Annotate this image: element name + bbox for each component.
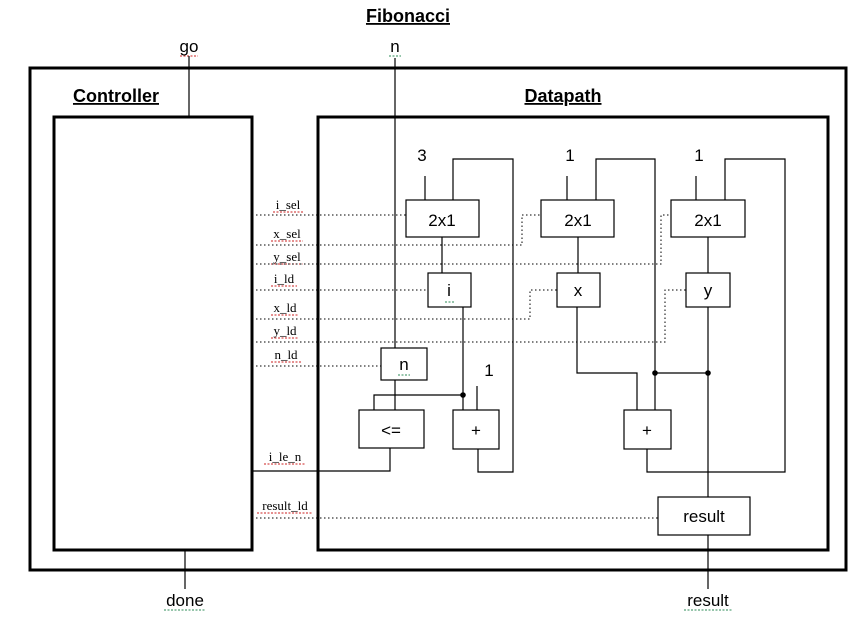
mux-y-label: 2x1 — [694, 211, 721, 230]
comparator — [358, 409, 425, 449]
reg-i-label: i — [447, 281, 451, 300]
reg-x — [556, 272, 601, 308]
junction-y-1 — [652, 370, 658, 376]
wire-y-to-mux-x — [595, 158, 656, 373]
const-1-y: 1 — [694, 146, 703, 165]
const-3: 3 — [417, 146, 426, 165]
datapath-label: Datapath — [524, 86, 601, 106]
junction-i — [460, 392, 466, 398]
reg-x-label: x — [574, 281, 583, 300]
port-go: go — [180, 37, 199, 56]
sig-x_sel: x_sel — [273, 226, 301, 241]
mux-x-label: 2x1 — [564, 211, 591, 230]
wire-reg-i-to-cmp — [373, 394, 463, 410]
reg-n — [380, 347, 428, 381]
sig-result_ld: result_ld — [262, 498, 308, 513]
mux-x — [540, 199, 615, 238]
ctrl-line-x_sel — [252, 214, 541, 246]
sig-i_le_n: i_le_n — [269, 449, 302, 464]
adder-i — [452, 409, 500, 450]
mux-i — [405, 199, 480, 238]
port-result: result — [687, 591, 729, 610]
const-1-x: 1 — [565, 146, 574, 165]
sig-i_sel: i_sel — [276, 197, 301, 212]
outer-block — [28, 66, 848, 572]
datapath-block — [316, 115, 830, 552]
adder-xy-label: + — [642, 421, 652, 440]
reg-y — [685, 272, 731, 308]
reg-i — [427, 272, 472, 308]
reg-result-label: result — [683, 507, 725, 526]
junction-y-2 — [705, 370, 711, 376]
comparator-label: <= — [381, 421, 401, 440]
controller-label: Controller — [73, 86, 159, 106]
sig-x_ld: x_ld — [273, 300, 297, 315]
mux-y — [670, 199, 746, 238]
sig-y_ld: y_ld — [273, 323, 297, 338]
sig-n_ld: n_ld — [274, 347, 298, 362]
reg-n-label: n — [399, 355, 408, 374]
wire-reg-x-to-adder — [576, 307, 638, 410]
mux-i-label: 2x1 — [428, 211, 455, 230]
adder-i-label: + — [471, 421, 481, 440]
ctrl-line-x_ld — [252, 289, 557, 320]
wire-i_le_n — [252, 448, 391, 472]
controller-block — [52, 115, 254, 552]
port-done: done — [166, 591, 204, 610]
reg-y-label: y — [704, 281, 713, 300]
const-1-add: 1 — [484, 361, 493, 380]
adder-xy — [623, 409, 672, 450]
reg-result — [657, 496, 751, 536]
ctrl-line-y_sel — [252, 214, 671, 265]
sig-i_ld: i_ld — [274, 271, 295, 286]
diagram-title: Fibonacci — [366, 6, 450, 26]
port-n: n — [390, 37, 399, 56]
sig-y_sel: y_sel — [273, 249, 301, 264]
wire-adder-xy-to-mux-y — [646, 158, 786, 473]
wire-adder-i-feedback — [452, 158, 514, 473]
